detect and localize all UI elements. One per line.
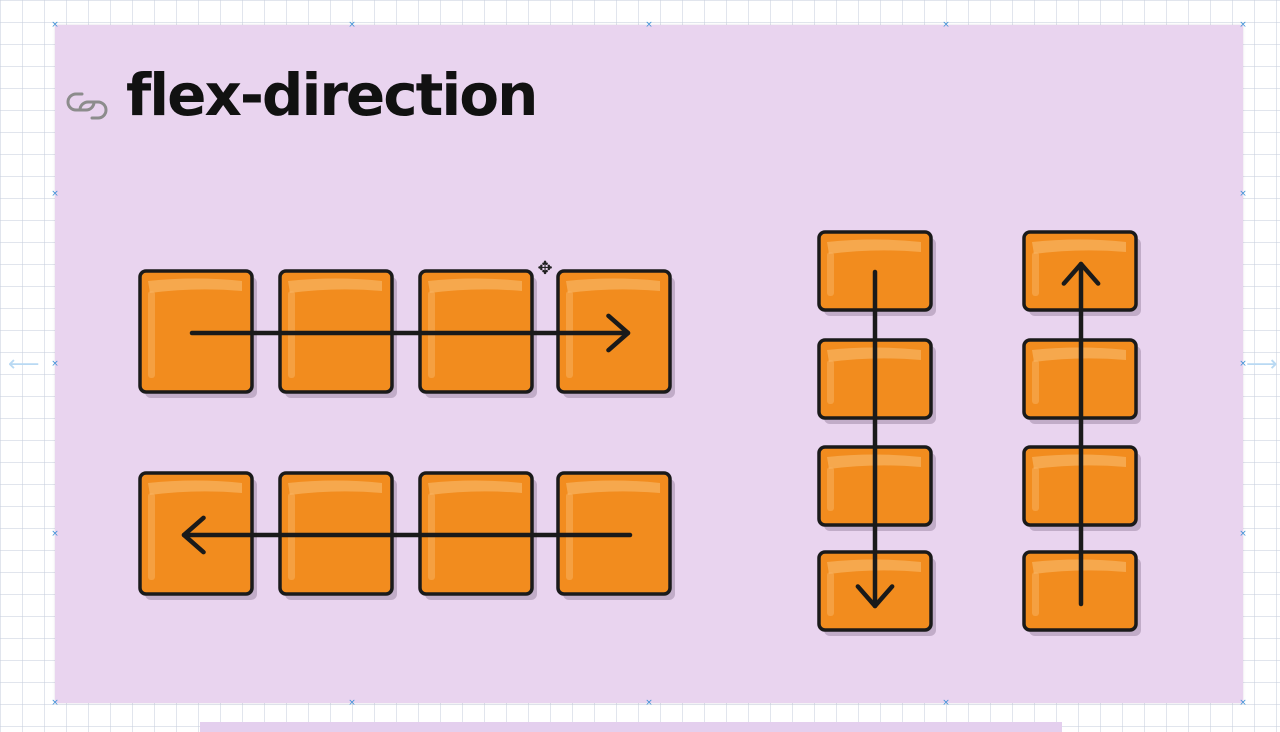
selection-handle[interactable]: × — [1239, 698, 1247, 708]
selection-handle[interactable]: × — [1239, 529, 1247, 539]
prev-arrow-icon[interactable]: ⟵ — [8, 352, 40, 377]
selection-handle[interactable]: × — [942, 698, 950, 708]
selection-handle[interactable]: × — [51, 189, 59, 199]
selection-handle[interactable]: × — [942, 20, 950, 30]
selection-handle[interactable]: × — [51, 698, 59, 708]
selection-handle[interactable]: × — [348, 698, 356, 708]
selection-handle[interactable]: × — [1239, 20, 1247, 30]
selection-handle[interactable]: × — [645, 698, 653, 708]
selection-handle[interactable]: × — [51, 529, 59, 539]
move-cursor-icon: ✥ — [537, 258, 553, 279]
selection-handle[interactable]: × — [1239, 189, 1247, 199]
link-icon[interactable] — [62, 88, 114, 124]
selection-handle[interactable]: × — [1239, 359, 1247, 369]
selection-handle[interactable]: × — [51, 359, 59, 369]
selection-handle[interactable]: × — [645, 20, 653, 30]
next-slide-edge[interactable] — [200, 722, 1062, 732]
next-arrow-icon[interactable]: ⟶ — [1246, 352, 1278, 377]
selection-handle[interactable]: × — [348, 20, 356, 30]
selection-handle[interactable]: × — [51, 20, 59, 30]
page-title: flex-direction — [126, 61, 538, 129]
